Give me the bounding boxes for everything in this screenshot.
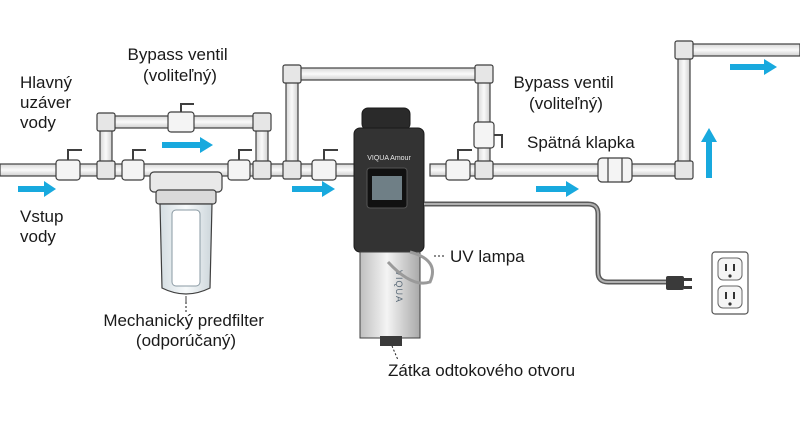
label-bypass-right: Bypass ventil (voliteľný) — [514, 73, 619, 113]
power-plug — [666, 276, 692, 290]
prefilter-valve-right — [227, 149, 252, 181]
uv-side-brand: VIQUA — [394, 270, 404, 303]
elbow — [282, 64, 302, 84]
elbow — [252, 112, 272, 132]
pipe-bypass-right-top — [285, 67, 491, 81]
mechanical-prefilter — [149, 171, 223, 302]
check-valve — [597, 157, 633, 183]
tee — [252, 160, 272, 180]
pipe-outlet-top — [677, 43, 800, 57]
label-main-shutoff-line-1: Hlavný — [20, 73, 72, 92]
label-prefilter-line-1: Mechanický predfilter — [103, 311, 264, 330]
main-shutoff-valve — [55, 149, 82, 181]
pipe-outlet-riser — [677, 43, 691, 177]
elbow — [96, 112, 116, 132]
uv-outlet-valve — [445, 149, 472, 181]
wall-outlet — [711, 251, 749, 315]
label-bypass-left-line-2: (voliteľný) — [143, 66, 217, 85]
label-prefilter-line-2: (odporúčaný) — [136, 331, 236, 350]
prefilter-cartridge — [171, 209, 201, 287]
bypass-valve-left — [167, 103, 195, 133]
label-main-shutoff-line-2: uzáver — [20, 93, 71, 112]
label-bypass-left: Bypass ventil (voliteľný) — [128, 45, 233, 85]
tee — [96, 160, 116, 180]
uv-brand-label: VIQUA Amour — [367, 155, 411, 162]
uv-screen — [372, 176, 402, 200]
valves — [55, 103, 633, 183]
label-bypass-left-line-1: Bypass ventil — [128, 45, 228, 64]
uv-lamp-cord-loop — [386, 250, 434, 285]
flow-arrow-uv-out — [536, 181, 579, 197]
flow-arrows — [18, 59, 777, 197]
bypass-valve-right — [473, 121, 503, 149]
prefilter-head — [149, 171, 223, 193]
uv-cap — [361, 107, 411, 131]
uv-chamber — [359, 251, 421, 339]
drain-plug — [380, 336, 402, 346]
uv-inlet-valve — [311, 149, 338, 181]
pipe-bypass-right-riser-b — [477, 67, 491, 175]
label-bypass-right-line-2: (voliteľný) — [529, 94, 603, 113]
label-prefilter: Mechanický predfilter (odporúčaný) — [103, 311, 268, 350]
prefilter-collar — [155, 189, 217, 205]
tee — [282, 160, 302, 180]
label-uv-lamp: UV lampa — [450, 247, 525, 266]
label-water-inlet: Vstup vody — [20, 207, 68, 246]
label-drain-plug: Zátka odtokového otvoru — [388, 361, 575, 380]
leader-lines — [185, 255, 446, 361]
label-check-valve: Spätná klapka — [527, 133, 635, 152]
label-main-shutoff: Hlavný uzáver vody — [20, 73, 77, 132]
elbow — [674, 40, 694, 60]
flow-arrow-outlet — [730, 59, 777, 75]
flow-arrow-up — [701, 128, 717, 178]
elbow — [474, 64, 494, 84]
flow-arrow-prefilter — [162, 137, 213, 153]
label-main-shutoff-line-3: vody — [20, 113, 56, 132]
flow-arrow-inlet — [18, 181, 56, 197]
tee — [474, 160, 494, 180]
label-water-inlet-line-1: Vstup — [20, 207, 63, 226]
power-cord — [424, 201, 668, 285]
label-water-inlet-line-2: vody — [20, 227, 56, 246]
uv-system: VIQUA Amour VIQUA — [353, 107, 692, 346]
prefilter-valve-left — [121, 149, 146, 181]
elbow — [674, 160, 694, 180]
pipe-bypass-right-riser-a — [285, 67, 299, 175]
flow-arrow-uv-in — [292, 181, 335, 197]
label-bypass-right-line-1: Bypass ventil — [514, 73, 614, 92]
